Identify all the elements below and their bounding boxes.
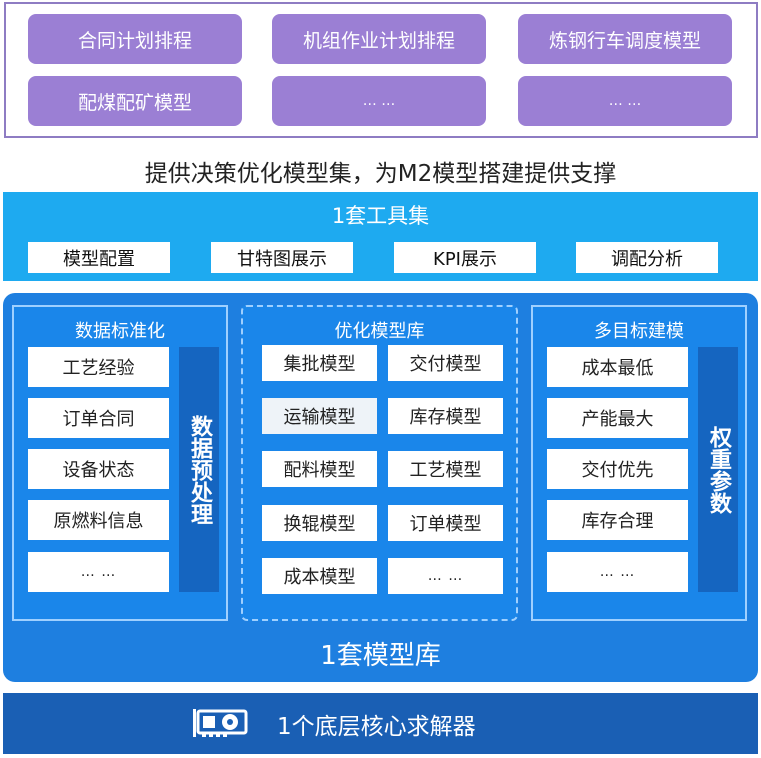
model-item[interactable]: 工艺模型 — [388, 451, 503, 487]
panel-title: 优化模型库 — [334, 321, 425, 342]
optimization-model-panel: 优化模型库 集批模型 交付模型 运输模型 库存模型 配料模型 工艺模型 换辊模型… — [241, 305, 518, 621]
model-item[interactable]: … … — [388, 558, 503, 594]
model-item[interactable]: 库存模型 — [388, 398, 503, 434]
solver-band: 1个底层核心求解器 — [3, 693, 758, 754]
scenario-model-button[interactable]: … … — [272, 76, 486, 126]
data-item[interactable]: 订单合同 — [28, 398, 169, 438]
scenario-models-box: 合同计划排程 机组作业计划排程 炼钢行车调度模型 配煤配矿模型 … … … … — [4, 2, 758, 138]
tool-item[interactable]: 模型配置 — [28, 242, 170, 273]
toolset-title: 1套工具集 — [331, 204, 430, 228]
data-item[interactable]: 设备状态 — [28, 449, 169, 489]
model-item[interactable]: 集批模型 — [262, 345, 377, 381]
library-title: 1套模型库 — [320, 641, 441, 671]
model-library: 数据标准化 工艺经验 订单合同 设备状态 原燃料信息 … … 数据预处理 优化模… — [3, 293, 758, 682]
data-item[interactable]: … … — [28, 552, 169, 592]
scenario-model-button[interactable]: 合同计划排程 — [28, 14, 242, 64]
data-item[interactable]: 工艺经验 — [28, 347, 169, 387]
weight-parameters-bar: 权重参数 — [698, 347, 738, 592]
model-item[interactable]: 交付模型 — [388, 345, 503, 381]
model-item[interactable]: 配料模型 — [262, 451, 377, 487]
panel-title: 数据标准化 — [75, 321, 165, 342]
objective-item[interactable]: 库存合理 — [547, 500, 688, 540]
scenario-model-button[interactable]: … … — [518, 76, 732, 126]
model-item[interactable]: 订单模型 — [388, 505, 503, 541]
model-item[interactable]: 换辊模型 — [262, 505, 377, 541]
toolset-band: 1套工具集 模型配置 甘特图展示 KPI展示 调配分析 — [3, 192, 758, 281]
solver-title: 1个底层核心求解器 — [277, 714, 476, 740]
data-standardization-panel: 数据标准化 工艺经验 订单合同 设备状态 原燃料信息 … … 数据预处理 — [12, 305, 228, 621]
tool-item[interactable]: 甘特图展示 — [211, 242, 353, 273]
model-item[interactable]: 运输模型 — [262, 398, 377, 434]
graphics-card-icon — [192, 707, 248, 743]
scenario-model-button[interactable]: 炼钢行车调度模型 — [518, 14, 732, 64]
scenario-model-button[interactable]: 机组作业计划排程 — [272, 14, 486, 64]
objective-item[interactable]: 成本最低 — [547, 347, 688, 387]
objective-item[interactable]: 交付优先 — [547, 449, 688, 489]
objective-item[interactable]: … … — [547, 552, 688, 592]
data-item[interactable]: 原燃料信息 — [28, 500, 169, 540]
model-item[interactable]: 成本模型 — [262, 558, 377, 594]
preprocessing-bar: 数据预处理 — [179, 347, 219, 592]
tool-item[interactable]: 调配分析 — [576, 242, 718, 273]
multi-objective-panel: 多目标建模 成本最低 产能最大 交付优先 库存合理 … … 权重参数 — [531, 305, 747, 621]
support-caption: 提供决策优化模型集，为M2模型搭建提供支撑 — [144, 161, 617, 187]
panel-title: 多目标建模 — [594, 321, 684, 342]
scenario-model-button[interactable]: 配煤配矿模型 — [28, 76, 242, 126]
tool-item[interactable]: KPI展示 — [394, 242, 536, 273]
objective-item[interactable]: 产能最大 — [547, 398, 688, 438]
